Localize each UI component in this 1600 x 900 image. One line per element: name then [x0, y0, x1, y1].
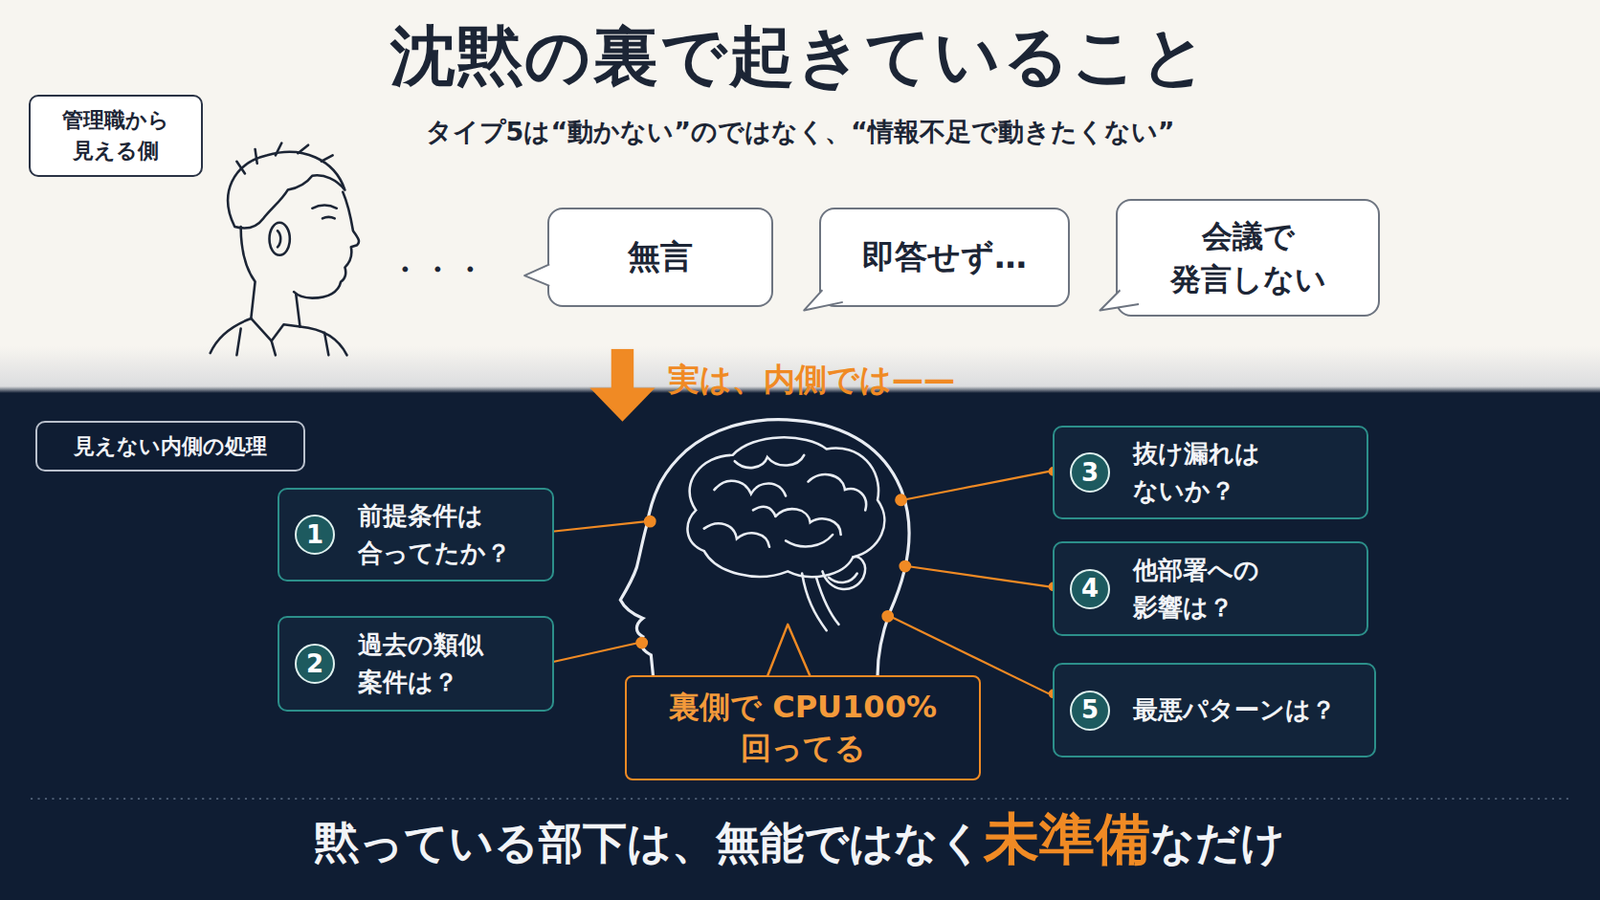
node-text: 管理職から 見える側	[42, 105, 190, 167]
node-text: 即答せず…	[862, 234, 1027, 281]
cpu-callout: 裏側で CPU100%回ってる	[624, 675, 981, 781]
node-text: 最悪パターンは？	[1133, 691, 1336, 730]
number-text: 4	[1081, 570, 1099, 608]
question-box: 前提条件は 合ってたか？ 1	[277, 488, 555, 582]
brain	[688, 437, 886, 631]
callout-number: 5	[1069, 690, 1111, 732]
down-arrow	[589, 349, 655, 423]
node-text: 前提条件は 合ってたか？	[357, 497, 537, 573]
caption-part: なだけ	[1150, 817, 1286, 869]
callout-number: 2	[294, 644, 335, 685]
dotted-divider	[30, 798, 1570, 800]
callout-pointer	[767, 624, 811, 677]
title: 沈黙の裏で起きていること	[0, 13, 1600, 101]
node-text: 裏側で CPU100%回ってる	[644, 687, 962, 770]
section-tag: 見えない内側の処理	[35, 421, 306, 472]
subtitle: タイプ5は“動かない”のではなく、“情報不足で動きたくない”	[0, 114, 1600, 150]
head-outline	[620, 420, 910, 676]
node-text: 会議で 発言しない	[1134, 215, 1361, 302]
node-text: 抜け漏れは ないか？	[1133, 435, 1352, 511]
bubble-tails	[524, 264, 1140, 311]
manager-figure	[210, 143, 359, 356]
callout-number: 4	[1069, 569, 1111, 610]
node-text: 無言	[627, 234, 693, 281]
question-box: 他部署への 影響は？ 4	[1052, 541, 1369, 637]
speech-bubble: 即答せず…	[819, 207, 1070, 308]
speech-bubble: 無言	[547, 207, 774, 308]
node-text: 見えない内側の処理	[73, 432, 267, 462]
callout-number: 3	[1069, 452, 1111, 493]
reveal-text: 実は、内側では——	[667, 358, 956, 402]
caption-part: 黙っている部下は、無能ではなく	[314, 817, 984, 869]
question-box: 最悪パターンは？ 5	[1052, 663, 1377, 758]
number-text: 2	[306, 645, 324, 684]
callout-number: 1	[294, 514, 335, 556]
viewpoint-tag: 管理職から 見える側	[28, 94, 203, 178]
node-text: 他部署への 影響は？	[1133, 552, 1352, 627]
caption-highlight: 未準備	[983, 806, 1151, 872]
speech-bubble: 会議で 発言しない	[1115, 199, 1380, 317]
ellipsis-dots: ・・・	[390, 250, 489, 290]
node-text: 過去の類似 案件は？	[357, 626, 537, 702]
number-text: 1	[306, 516, 324, 555]
question-box: 過去の類似 案件は？ 2	[277, 616, 555, 712]
caption-row: 黙っている部下は、無能ではなく未準備なだけ	[0, 809, 1600, 871]
number-text: 3	[1081, 454, 1099, 492]
number-text: 5	[1081, 691, 1099, 730]
leader-lines	[544, 467, 1057, 698]
question-box: 抜け漏れは ないか？ 3	[1052, 425, 1369, 520]
